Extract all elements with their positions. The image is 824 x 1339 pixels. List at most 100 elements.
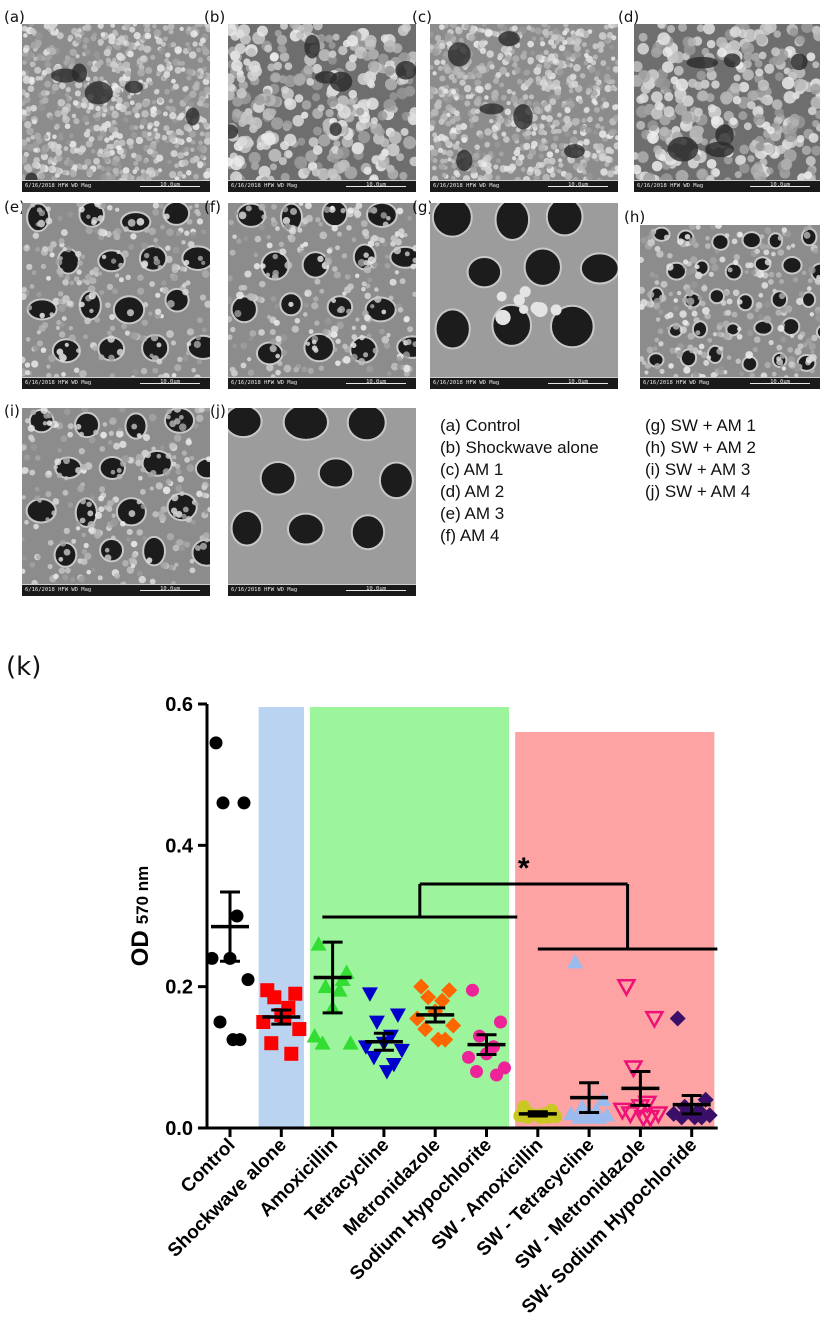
data-point: [420, 989, 437, 1006]
data-point: [669, 1010, 686, 1027]
data-point: [237, 796, 251, 810]
chart-panel-label: (k): [6, 652, 42, 682]
data-point: [357, 1040, 374, 1055]
shaded-group-region: [515, 732, 715, 1128]
data-point: [267, 990, 282, 1005]
panel-legend-right: (g) SW + AM 1 (h) SW + AM 2 (i) SW + AM …: [645, 415, 756, 503]
y-axis-label: OD570 nm: [127, 866, 154, 967]
data-point: [470, 1064, 483, 1078]
panel-legend-left: (a) Control (b) Shockwave alone (c) AM 1…: [440, 415, 599, 547]
data-point: [644, 1010, 665, 1030]
data-point: [648, 1106, 669, 1125]
data-point: [494, 1015, 507, 1029]
data-point: [574, 1098, 591, 1114]
data-point: [213, 1015, 227, 1029]
data-point: [413, 978, 430, 995]
data-point: [434, 992, 451, 1009]
data-point: [567, 953, 584, 969]
data-point: [331, 982, 348, 997]
data-point: [317, 978, 334, 994]
legend-item: (e) AM 3: [440, 504, 505, 523]
data-point: [430, 1031, 447, 1048]
legend-item: (j) SW + AM 4: [645, 482, 751, 501]
data-point: [368, 1015, 385, 1030]
data-point: [230, 909, 244, 923]
data-point: [241, 973, 255, 987]
data-point: [284, 1046, 299, 1061]
data-point: [205, 951, 219, 965]
significance-star: *: [518, 852, 530, 885]
data-point: [490, 1068, 503, 1082]
data-point: [571, 1109, 588, 1124]
panel-letter: (f): [204, 198, 221, 216]
legend-item: (h) SW + AM 2: [645, 438, 756, 457]
panel-letter: (c): [412, 8, 432, 26]
data-point: [361, 987, 378, 1002]
data-point: [393, 1043, 410, 1059]
data-point: [209, 736, 223, 750]
data-point: [620, 1106, 641, 1125]
data-point: [612, 1102, 633, 1121]
panel-letter: (d): [618, 8, 640, 26]
legend-item: (f) AM 4: [440, 526, 500, 545]
data-point: [292, 1022, 307, 1037]
data-point: [365, 1050, 382, 1066]
data-point: [378, 1065, 395, 1080]
panel-letter: (b): [204, 8, 226, 26]
data-point: [462, 1050, 475, 1064]
legend-item: (c) AM 1: [440, 460, 504, 479]
panel-letter: (j): [210, 402, 226, 420]
panel-letter: (h): [624, 208, 646, 226]
data-point: [445, 1017, 462, 1034]
legend-item: (i) SW + AM 3: [645, 460, 751, 479]
y-tick-label: 0.4: [165, 835, 194, 857]
data-point: [389, 1008, 406, 1023]
data-point: [226, 1033, 240, 1047]
data-point: [342, 1035, 359, 1050]
legend-item: (a) Control: [440, 416, 521, 435]
data-point: [616, 979, 637, 998]
data-point: [466, 983, 479, 997]
shaded-group-region: [258, 707, 304, 1128]
panel-letter: (a): [4, 8, 25, 26]
data-point: [441, 982, 458, 999]
y-tick-label: 0.2: [165, 977, 193, 999]
legend-item: (g) SW + AM 1: [645, 416, 756, 435]
data-point: [306, 1028, 323, 1043]
data-point: [633, 1109, 654, 1128]
legend-item: (d) AM 2: [440, 482, 505, 501]
panel-letter: (g): [412, 198, 434, 216]
legend-item: (b) Shockwave alone: [440, 438, 599, 457]
data-point: [417, 1021, 434, 1038]
data-point: [288, 986, 303, 1001]
data-point: [623, 1060, 644, 1079]
panel-letter: (e): [4, 198, 25, 216]
y-tick-label: 0.0: [165, 1118, 193, 1140]
y-tick-label: 0.6: [165, 694, 193, 716]
data-point: [314, 1035, 331, 1050]
data-point: [216, 796, 230, 810]
panel-letter: (i): [4, 402, 20, 420]
data-point: [584, 1109, 601, 1124]
data-point: [264, 1036, 279, 1051]
data-point: [310, 936, 327, 951]
